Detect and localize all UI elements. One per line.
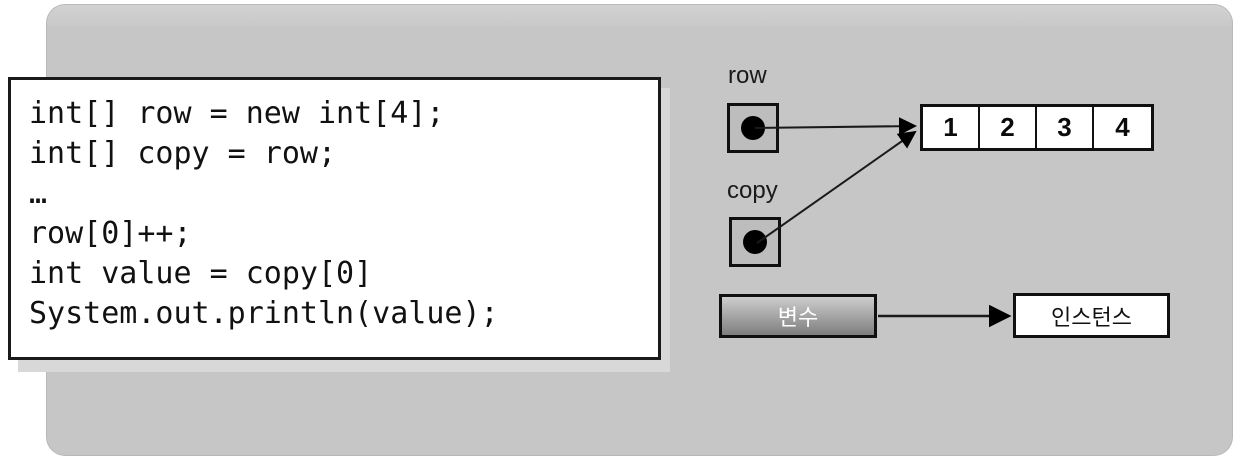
array-cell: 4 (1094, 107, 1151, 148)
variable-box-copy (729, 217, 781, 267)
code-box: int[] row = new int[4]; int[] copy = row… (8, 77, 661, 360)
array-cell: 2 (980, 107, 1037, 148)
reference-dot-icon (741, 116, 765, 140)
variable-label-row: row (728, 62, 767, 89)
code-text: int[] row = new int[4]; int[] copy = row… (29, 96, 499, 331)
variable-label-copy: copy (727, 177, 778, 204)
array-cell: 3 (1037, 107, 1094, 148)
legend-instance-box: 인스턴스 (1013, 293, 1170, 338)
variable-box-row (727, 103, 779, 153)
legend-variable-box: 변수 (719, 294, 877, 338)
reference-dot-icon (743, 230, 767, 254)
array-instance: 1 2 3 4 (920, 104, 1154, 151)
array-cell: 1 (923, 107, 980, 148)
